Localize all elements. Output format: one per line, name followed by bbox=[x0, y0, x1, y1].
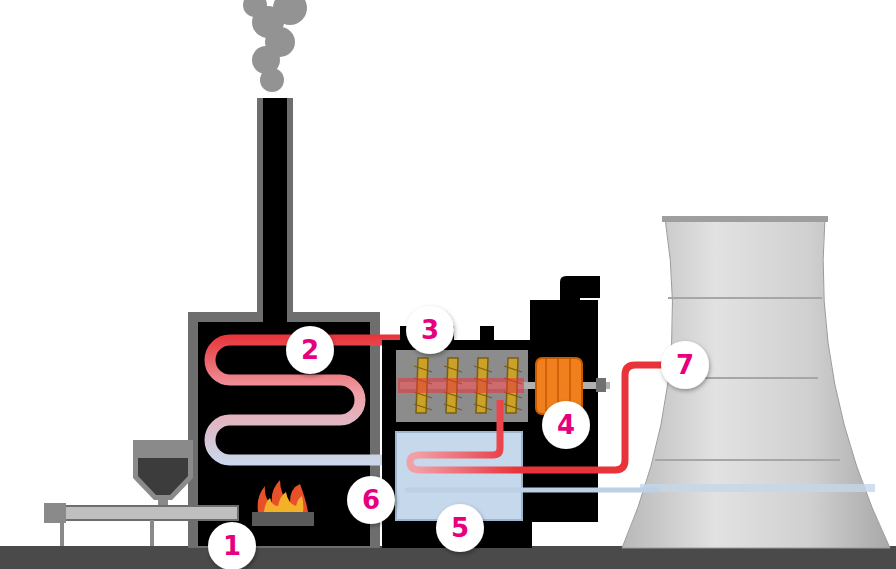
callout-number: 3 bbox=[406, 306, 454, 354]
furnace-fire bbox=[252, 480, 314, 526]
coal-feeder bbox=[44, 440, 238, 546]
return-water-pipe bbox=[405, 488, 660, 493]
callout-number: 1 bbox=[208, 522, 256, 569]
cooling-water-pipe bbox=[410, 365, 668, 470]
callout-number: 2 bbox=[286, 326, 334, 374]
ground bbox=[0, 546, 896, 569]
cooling-tower bbox=[622, 216, 890, 548]
smoke bbox=[243, 0, 307, 92]
boiler bbox=[188, 98, 380, 548]
turbine-hall bbox=[382, 276, 600, 548]
callout-number: 4 bbox=[542, 401, 590, 449]
callout-number: 7 bbox=[661, 341, 709, 389]
callout-number: 6 bbox=[347, 476, 395, 524]
callout-number: 5 bbox=[436, 504, 484, 552]
callout-circles bbox=[208, 306, 709, 569]
